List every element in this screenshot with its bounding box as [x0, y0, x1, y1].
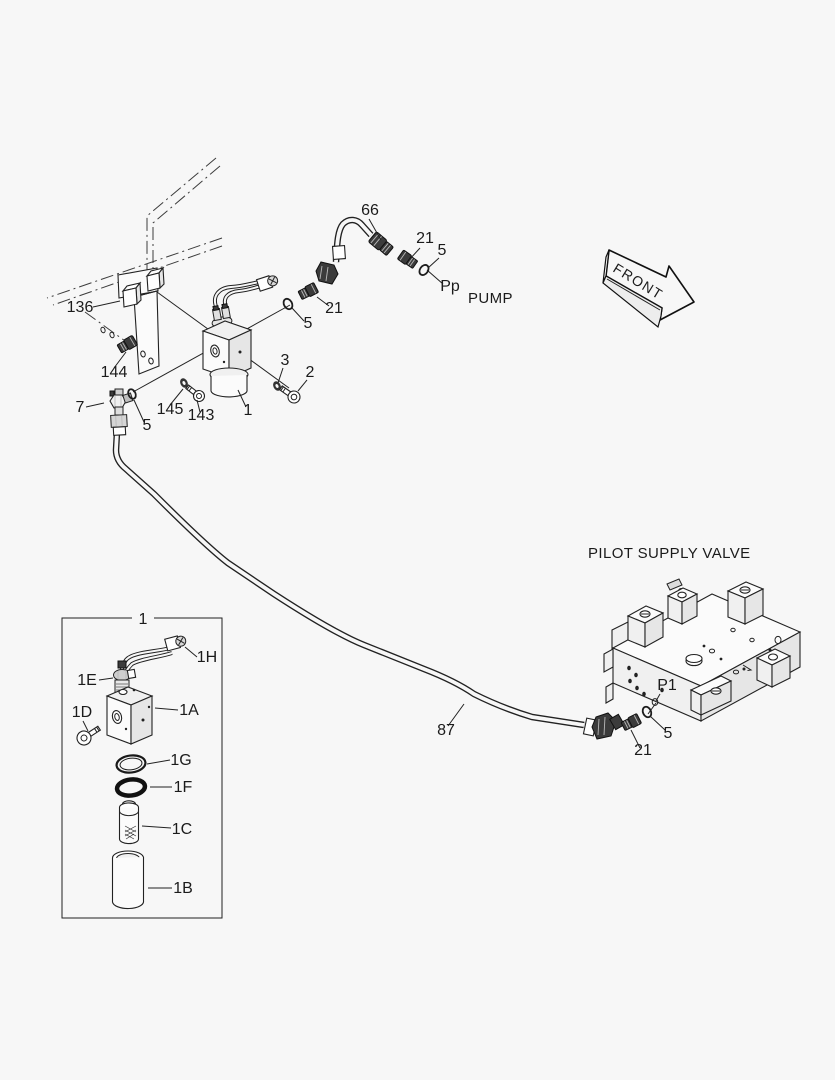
- callout-3: 3: [281, 352, 290, 369]
- part-oring-1g: [115, 754, 147, 774]
- solenoid-cube-3: [726, 581, 765, 625]
- pump-label: PUMP: [468, 290, 513, 307]
- detail-box: 1: [61, 611, 223, 919]
- callout-66: 66: [361, 202, 379, 219]
- port-p1: [651, 698, 659, 706]
- callout-1b: 1B: [173, 880, 193, 897]
- callout-143: 143: [188, 407, 215, 424]
- part-element-1c: [118, 800, 140, 845]
- callout-136: 136: [67, 299, 94, 316]
- callout-21-top: 21: [416, 230, 434, 247]
- part-oring-5-elbow: [127, 388, 137, 400]
- callout-5-pump: 5: [304, 315, 313, 332]
- part-bolt-1d: [76, 725, 102, 746]
- callout-2: 2: [306, 364, 315, 381]
- part-oring-1f: [114, 777, 148, 798]
- callout-1g: 1G: [170, 752, 191, 769]
- hose-66-end-fitting: [368, 231, 394, 256]
- part-hose-87-end: [582, 712, 626, 740]
- callout-21-pump: 21: [325, 300, 343, 317]
- callout-5-elbow: 5: [143, 417, 152, 434]
- part-body-1a: [105, 686, 154, 745]
- part-adapter-21-valve: [620, 713, 642, 731]
- callout-21-valve: 21: [634, 742, 652, 759]
- part-harness-1h: [164, 635, 187, 652]
- callout-1a: 1A: [179, 702, 199, 719]
- detail-box-callouts: 1H 1E 1D 1A 1G 1F 1C 1B: [72, 646, 217, 897]
- callout-1f: 1F: [174, 779, 193, 796]
- solenoid-cube-2: [666, 578, 699, 625]
- main-callouts: 66 21 5 Pp PUMP 21 5 136 144 7 5 145 143…: [67, 202, 751, 759]
- callout-5-valve: 5: [664, 725, 673, 742]
- part-bolt-143: [185, 384, 206, 403]
- part-bracket-136: [117, 266, 165, 375]
- wire-connector: [255, 275, 279, 292]
- part-oring-5-pump: [282, 297, 294, 311]
- callout-1e: 1E: [77, 672, 97, 689]
- pilot-supply-valve-label: PILOT SUPPLY VALVE: [588, 545, 751, 562]
- port-label-p1: P1: [657, 677, 677, 694]
- solenoid-cube-4: [755, 648, 792, 688]
- callout-1d: 1D: [72, 704, 92, 721]
- callout-1: 1: [244, 402, 253, 419]
- frame-phantom-lines: [46, 157, 223, 347]
- part-washer-145: [180, 378, 188, 388]
- port-label-pp: Pp: [440, 278, 460, 295]
- part-hose-66: [315, 216, 394, 285]
- solenoid-cube-1: [626, 605, 665, 648]
- callout-144: 144: [101, 364, 128, 381]
- part-elbow-7: [109, 388, 137, 436]
- part-washer-3: [273, 381, 281, 391]
- solenoid-cube-5: [689, 675, 733, 716]
- part-pilot-supply-valve: [603, 578, 802, 722]
- callout-1c: 1C: [172, 821, 192, 838]
- part-oring-5-valve: [641, 705, 653, 719]
- part-oring-5-top: [418, 264, 430, 276]
- callout-5-top: 5: [438, 242, 447, 259]
- callout-1h: 1H: [197, 649, 217, 666]
- front-arrow-icon: FRONT: [602, 249, 695, 329]
- part-hose-87: [112, 431, 585, 729]
- part-case-1b: [111, 850, 145, 910]
- detail-box-callout-1: 1: [139, 611, 148, 628]
- part-oring-1g-inner: [119, 757, 143, 771]
- callout-87: 87: [437, 722, 455, 739]
- part-adapter-144: [100, 326, 138, 354]
- part-bolt-2: [278, 385, 301, 404]
- part-adapter-21-pump: [297, 282, 319, 300]
- part-solenoid-1e: [113, 660, 137, 694]
- callout-145: 145: [157, 401, 184, 418]
- callout-7: 7: [76, 399, 85, 416]
- part-pump-assembly-1: [201, 275, 279, 398]
